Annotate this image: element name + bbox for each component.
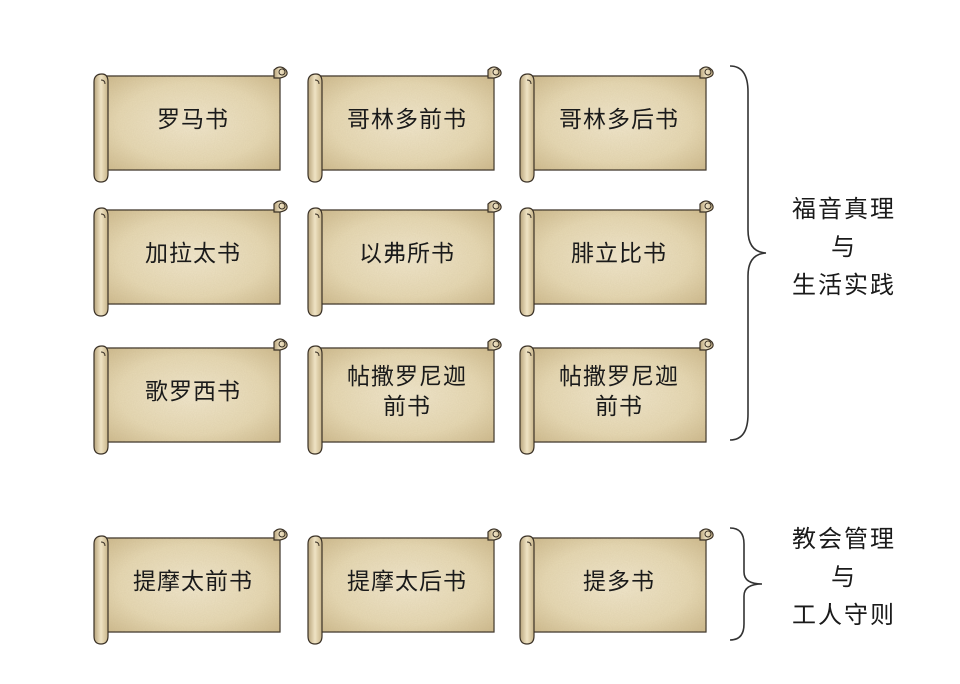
scroll-card: 哥林多后书 [516,66,718,183]
parchment-scroll-icon [93,338,288,455]
book-name-line: 提摩太后书 [347,569,467,595]
book-name: 以弗所书 [318,210,496,298]
parchment-scroll-icon [93,66,288,183]
scroll-card: 帖撒罗尼迦 前书 [304,338,506,455]
scroll-card: 提摩太后书 [304,528,506,645]
scroll-card: 帖撒罗尼迦 前书 [516,338,718,455]
scroll-card: 腓立比书 [516,200,718,317]
group-title-line: 与 [831,233,857,261]
group-title-line: 福音真理 [792,195,896,223]
scroll-card: 以弗所书 [304,200,506,317]
parchment-scroll-icon [519,528,714,645]
scroll-card: 哥林多前书 [304,66,506,183]
group-title-line: 与 [831,563,857,591]
scroll-card: 提摩太前书 [90,528,292,645]
group-title-line: 生活实践 [792,271,896,299]
parchment-scroll-icon [519,66,714,183]
parchment-scroll-icon [93,200,288,317]
book-name-line: 以弗所书 [359,241,455,267]
book-name-line: 罗马书 [157,107,229,133]
book-name: 帖撒罗尼迦 前书 [530,348,708,436]
book-name-line: 腓立比书 [571,241,667,267]
scroll-card: 加拉太书 [90,200,292,317]
book-name: 罗马书 [104,76,282,164]
parchment-scroll-icon [307,200,502,317]
book-name: 提摩太后书 [318,538,496,626]
book-name: 帖撒罗尼迦 前书 [318,348,496,436]
book-name-line: 前书 [595,394,643,420]
parchment-scroll-icon [93,528,288,645]
book-name-line: 提多书 [583,569,655,595]
book-name-line: 提摩太前书 [133,569,253,595]
book-name-line: 哥林多后书 [559,107,679,133]
group-title-line: 工人守则 [792,601,896,629]
scroll-card: 罗马书 [90,66,292,183]
parchment-scroll-icon [307,528,502,645]
parchment-scroll-icon [519,200,714,317]
group-title: 教会管理 与 工人守则 [774,520,914,634]
parchment-scroll-icon [307,338,502,455]
book-name-line: 帖撒罗尼迦 [347,364,467,390]
book-name: 提多书 [530,538,708,626]
book-name: 哥林多后书 [530,76,708,164]
scroll-card: 提多书 [516,528,718,645]
book-name-line: 前书 [383,394,431,420]
parchment-scroll-icon [307,66,502,183]
parchment-scroll-icon [519,338,714,455]
book-name: 提摩太前书 [104,538,282,626]
group-title-line: 教会管理 [792,525,896,553]
book-name: 歌罗西书 [104,348,282,436]
group-title: 福音真理 与 生活实践 [774,190,914,304]
book-name: 哥林多前书 [318,76,496,164]
book-name: 腓立比书 [530,210,708,298]
book-name-line: 歌罗西书 [145,379,241,405]
book-name: 加拉太书 [104,210,282,298]
book-name-line: 加拉太书 [145,241,241,267]
book-name-line: 帖撒罗尼迦 [559,364,679,390]
book-name-line: 哥林多前书 [347,107,467,133]
scroll-card: 歌罗西书 [90,338,292,455]
right-brace-icon [729,527,763,641]
right-brace-icon [729,65,767,441]
